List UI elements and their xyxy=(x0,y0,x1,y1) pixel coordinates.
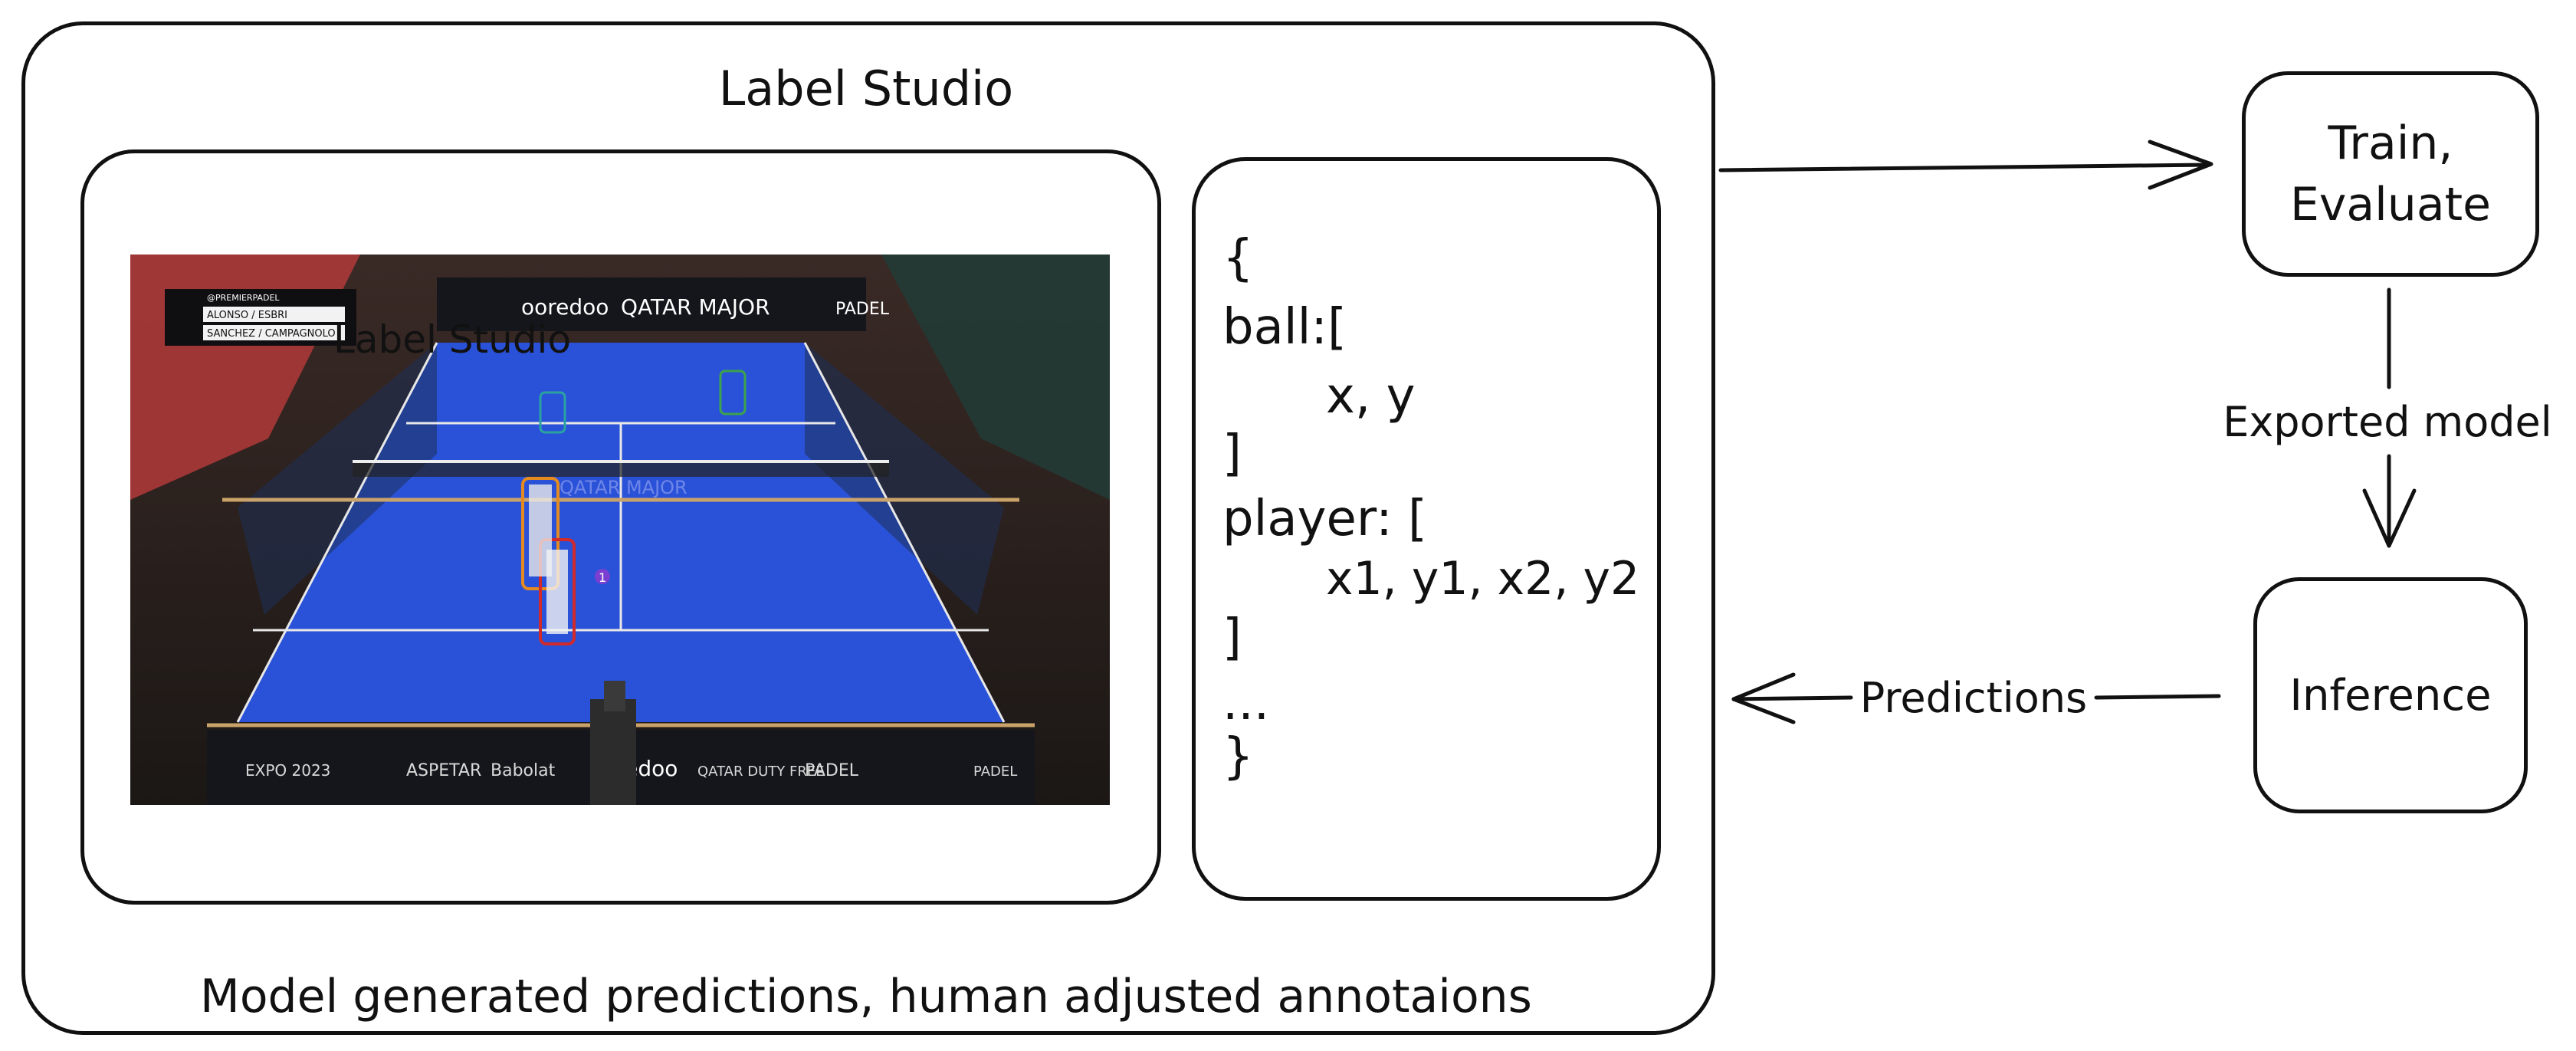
court-screenshot: ooredoo QATAR MAJOR PADEL QATAR MAJOR 1 … xyxy=(130,255,1110,805)
arrow-exported-head xyxy=(2362,488,2417,548)
court-text: QATAR MAJOR xyxy=(560,477,687,498)
container-footer: Model generated predictions, human adjus… xyxy=(200,970,1532,1023)
bbox-player-red xyxy=(539,538,576,645)
screenshot-frame xyxy=(80,149,1161,905)
ball-marker xyxy=(595,569,610,584)
exported-model-label: Exported model xyxy=(2223,397,2552,446)
train-label: Train, xyxy=(2328,117,2453,170)
label-studio-title: Label Studio xyxy=(718,60,1014,117)
arrow-predictions-left xyxy=(1731,695,1853,701)
ball-label: 1 xyxy=(599,570,606,585)
json-line-ellipsis: ... xyxy=(1222,675,1270,731)
bbox-player-teal xyxy=(539,391,566,434)
arrow-to-train xyxy=(1718,163,2210,172)
camera-operator xyxy=(590,699,636,805)
json-line-ball-coords: x, y xyxy=(1326,368,1416,425)
json-line-player: player: [ xyxy=(1222,491,1427,547)
json-line-close: } xyxy=(1222,728,1254,785)
banner-bottom-6: PADEL xyxy=(973,764,1017,780)
json-line-ball: ball:[ xyxy=(1222,299,1347,356)
json-line-player-close: ] xyxy=(1222,609,1242,666)
json-line-open: { xyxy=(1222,230,1254,287)
banner-bottom-1: ASPETAR xyxy=(406,761,481,780)
inference-node: Inference xyxy=(2253,577,2528,813)
json-annotation-box xyxy=(1192,157,1661,901)
top-banner xyxy=(437,278,866,331)
overlay-title: Label Studio xyxy=(333,317,571,362)
banner-top-right: PADEL xyxy=(835,300,890,319)
banner-bottom-0: EXPO 2023 xyxy=(245,761,330,780)
glass-left xyxy=(238,343,437,615)
label-studio-container xyxy=(21,21,1715,1035)
bbox-player-green xyxy=(719,369,747,415)
scoreboard-team1: ALONSO / ESBRI xyxy=(207,310,287,321)
net xyxy=(353,461,889,477)
banner-top-event: QATAR MAJOR xyxy=(621,294,770,320)
json-line-ball-close: ] xyxy=(1222,425,1242,482)
scoreboard-team2: SANCHEZ / CAMPAGNOLO xyxy=(207,328,336,340)
evaluate-label: Evaluate xyxy=(2289,178,2492,232)
banner-top-sponsor: ooredoo xyxy=(521,294,609,320)
glass-right xyxy=(805,343,1004,615)
arrow-predictions-right xyxy=(2094,694,2221,700)
arrow-predictions-head xyxy=(1731,672,1796,724)
banner-bottom-4: QATAR DUTY FREE xyxy=(697,764,825,780)
banner-bottom-5: PADEL xyxy=(805,761,859,780)
banner-bottom-2: Babolat xyxy=(491,761,556,780)
predictions-label: Predictions xyxy=(1859,673,2088,722)
stands-right xyxy=(881,255,1110,500)
arrow-to-train-head xyxy=(2148,140,2213,190)
train-evaluate-node: Train, Evaluate xyxy=(2242,71,2539,277)
json-line-player-coords: x1, y1, x2, y2 xyxy=(1326,552,1640,606)
scoreboard-header: @PREMIERPADEL xyxy=(207,293,280,303)
inference-label: Inference xyxy=(2289,670,2492,721)
